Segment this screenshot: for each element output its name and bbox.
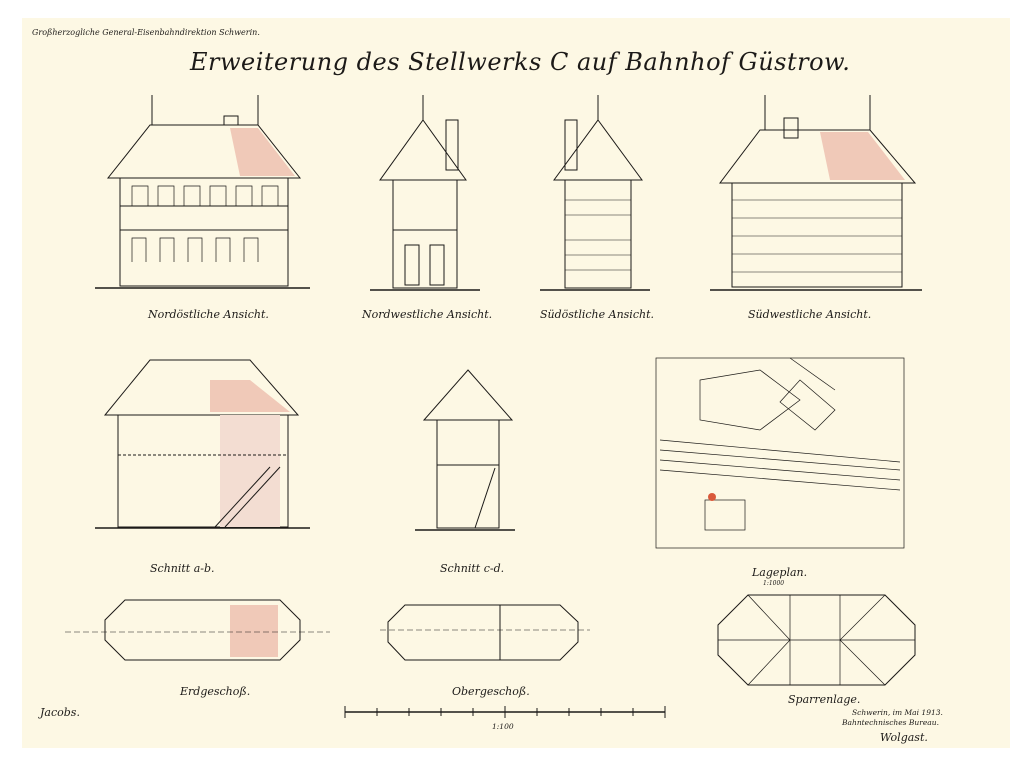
elevation-northeast <box>95 95 310 289</box>
label-upper-floor: Obergeschoß. <box>452 685 530 698</box>
scale-bar <box>344 706 666 718</box>
plan-upper-floor <box>380 604 590 661</box>
label-southwest-elevation: Südwestliche Ansicht. <box>748 308 872 321</box>
label-northeast-elevation: Nordöstliche Ansicht. <box>148 308 269 321</box>
label-northwest-elevation: Nordwestliche Ansicht. <box>362 308 493 321</box>
plan-ground-floor <box>65 599 330 661</box>
plan-rafters <box>717 594 916 686</box>
signature-right: Wolgast. <box>880 731 928 744</box>
authority-header: Großherzogliche General-Eisenbahndirekti… <box>32 28 260 37</box>
site-plan-scale: 1:1000 <box>763 580 785 587</box>
signature-left: Jacobs. <box>40 706 80 719</box>
label-southeast-elevation: Südöstliche Ansicht. <box>540 308 654 321</box>
site-plan <box>655 357 905 549</box>
section-c-d <box>415 369 515 531</box>
elevation-southwest <box>710 95 922 291</box>
elevation-southeast <box>540 95 650 291</box>
label-section-a-b: Schnitt a-b. <box>150 562 215 575</box>
section-a-b <box>95 359 310 529</box>
office-name: Bahntechnisches Bureau. <box>842 718 939 727</box>
label-rafters: Sparrenlage. <box>788 693 861 706</box>
place-date: Schwerin, im Mai 1913. <box>852 708 943 717</box>
signal-box-marker <box>708 493 716 501</box>
label-site-plan: Lageplan. <box>752 566 808 579</box>
elevation-northwest <box>370 95 480 291</box>
label-ground-floor: Erdgeschoß. <box>180 685 251 698</box>
label-section-c-d: Schnitt c-d. <box>440 562 505 575</box>
scale-label: 1:100 <box>492 722 514 731</box>
drawing-title: Erweiterung des Stellwerks C auf Bahnhof… <box>190 48 851 76</box>
